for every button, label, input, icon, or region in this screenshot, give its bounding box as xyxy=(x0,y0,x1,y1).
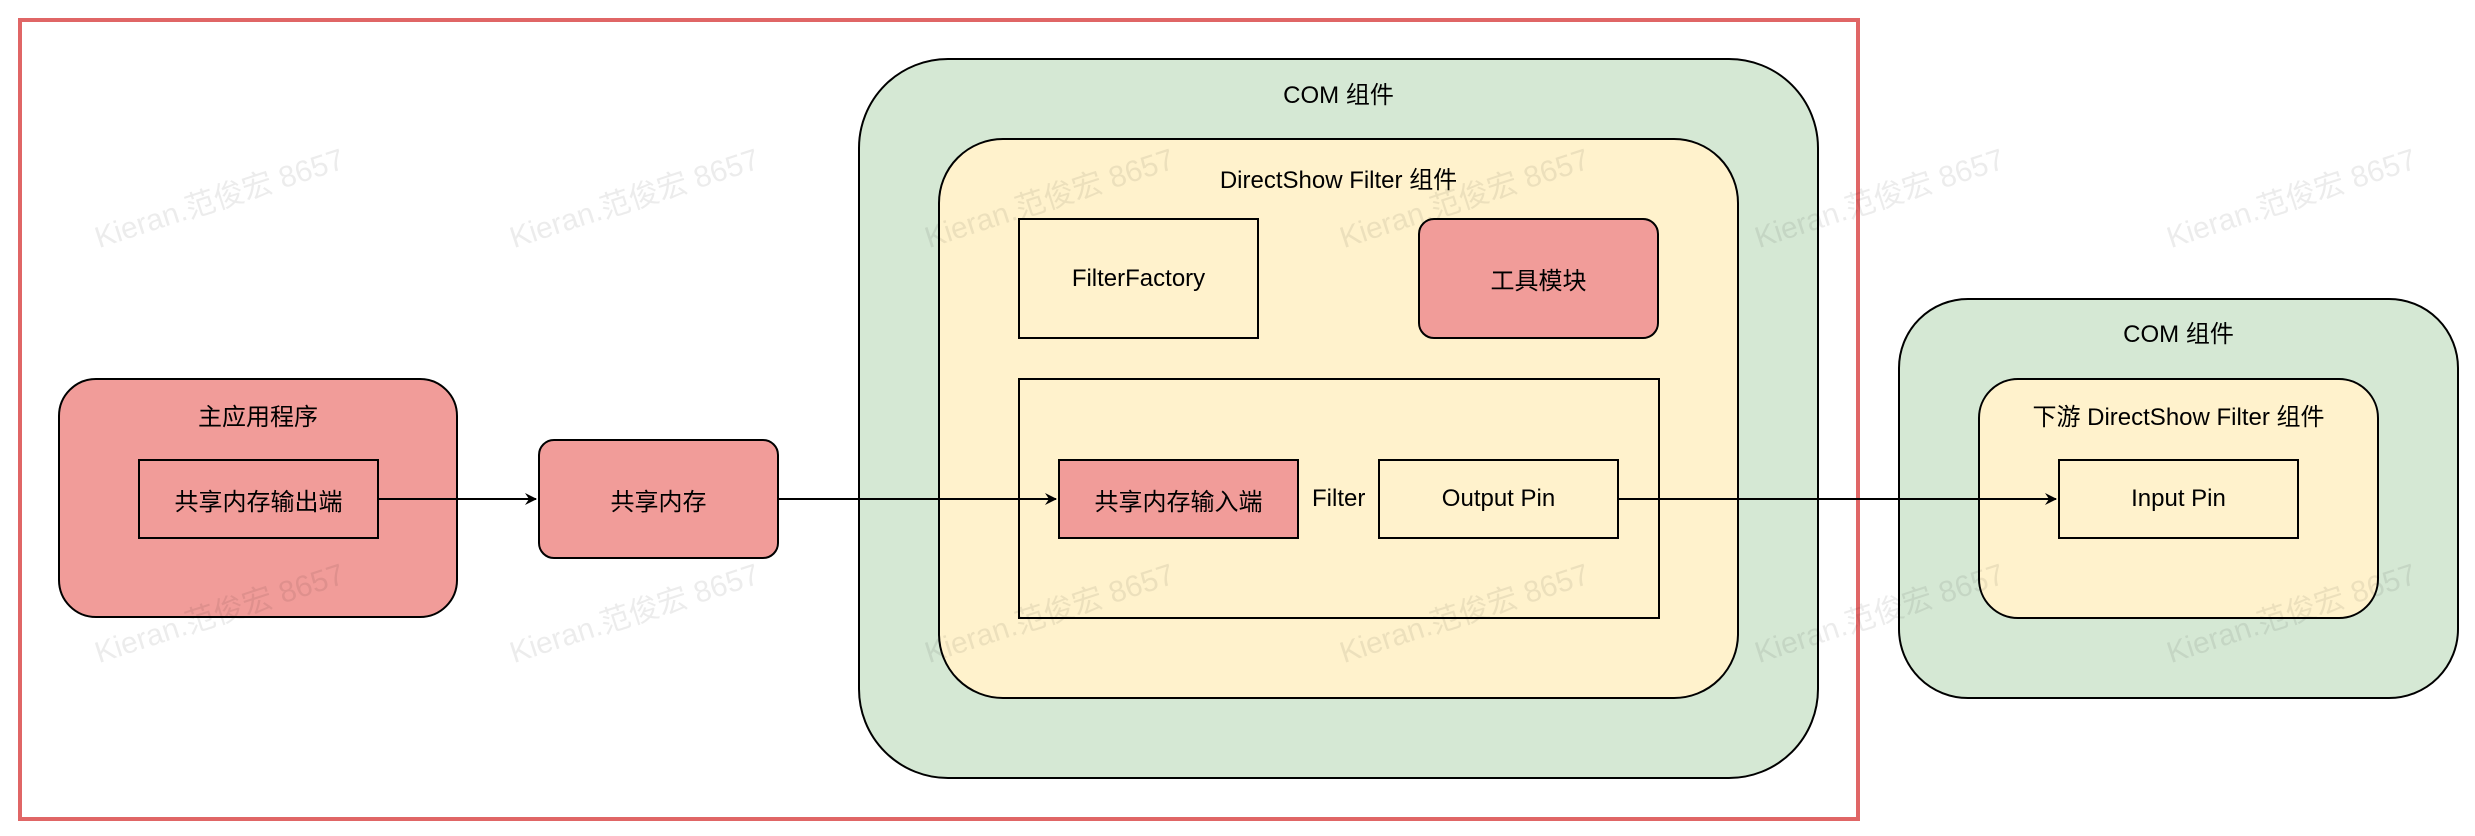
filter-label: Filter xyxy=(1312,485,1366,512)
shared-memory-output-box: 共享内存输出端 xyxy=(138,459,379,539)
input-pin-box: Input Pin xyxy=(2058,459,2299,539)
shared-memory-box: 共享内存 xyxy=(538,439,779,559)
downstream-filter-group: 下游 DirectShow Filter 组件 xyxy=(1978,378,2379,619)
directshow-filter-group-title: DirectShow Filter 组件 xyxy=(1219,167,1458,194)
outer-frame xyxy=(18,18,1860,821)
filter-factory-box: FilterFactory xyxy=(1018,218,1259,339)
com-group-right-title: COM 组件 xyxy=(2123,321,2234,348)
main-app-title: 主应用程序 xyxy=(198,404,318,431)
output-pin-box: Output Pin xyxy=(1378,459,1619,539)
tool-module-box: 工具模块 xyxy=(1418,218,1659,339)
downstream-filter-group-title: 下游 DirectShow Filter 组件 xyxy=(2032,404,2325,431)
shared-memory-input-box: 共享内存输入端 xyxy=(1058,459,1299,539)
com-group-left-title: COM 组件 xyxy=(1283,82,1394,109)
